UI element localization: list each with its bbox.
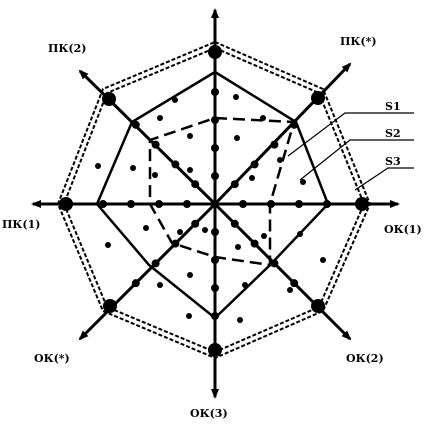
scatter-dot [261,233,267,239]
vertex-pk-star [311,91,325,105]
vertex-ok2 [311,299,325,313]
axis-dot [230,219,239,228]
axis-dot [290,279,299,288]
axis-dot [239,200,247,208]
label-pk2: ПК(2) [48,42,86,55]
axis-dot [211,88,219,96]
scatter-dot [177,229,183,235]
axis-dot [323,200,331,208]
axis-dot [127,200,135,208]
label-ok3: ОК(3) [190,407,228,420]
axis-dot [250,239,259,248]
scatter-dot [143,225,149,231]
scatter-dot [105,242,111,248]
scatter-dot [277,157,283,163]
label-ok2: ОК(2) [346,352,384,365]
scatter-dots [95,94,326,323]
leader-s1 [287,112,414,157]
axis-dot [211,312,219,320]
vertex-pk1 [59,197,73,211]
scatter-dot [320,257,326,263]
scatter-dot [237,317,243,323]
scatter-dot [300,179,306,185]
leader-s2 [299,139,414,181]
scatter-dot [249,175,255,181]
scatter-dot [202,227,208,233]
axis-dot [171,239,180,248]
scatter-dot [187,272,193,278]
axis-dot [270,140,279,149]
label-pk1: ПК(1) [2,218,40,231]
vertex-top [208,45,222,59]
axis-dot [131,279,140,288]
axis-dot [270,259,279,268]
axis-dot [211,228,219,236]
vertex-ok1 [355,197,369,211]
axis-dot [155,200,163,208]
vertex-ok3 [208,343,222,357]
axis-dot [290,120,299,129]
scatter-dot [260,115,266,121]
axis-dot [191,219,200,228]
scatter-dot [130,165,136,171]
axis-dot [211,284,219,292]
axes [31,8,400,399]
scatter-dot [157,282,163,288]
scatter-dot [234,135,240,141]
scatter-dot [172,97,178,103]
axis-dot [230,180,239,189]
label-pk-star: ПК(*) [340,35,377,48]
legend-leaders [287,112,414,191]
axis-dot [183,200,191,208]
axis-dot [131,120,140,129]
scatter-dot [187,167,193,173]
scatter-dot [233,94,239,100]
scatter-dot [95,163,101,169]
scatter-dot [157,115,163,121]
scatter-dot [297,231,303,237]
axis-dot [151,140,160,149]
label-s2: S2 [385,127,401,140]
axis-dot [211,116,219,124]
axis-dots [99,88,331,320]
axis-dot [267,200,275,208]
axis-dot [99,200,107,208]
scatter-dot [235,244,241,250]
scatter-dot [187,133,193,139]
axis-dot [250,160,259,169]
scatter-dot [186,313,192,319]
axis-dot [151,259,160,268]
label-s3: S3 [385,155,401,168]
axis-dot [211,172,219,180]
scatter-dot [242,282,248,288]
label-s1: S1 [385,100,401,113]
vertex-markers [59,45,369,357]
axis-dot [295,200,303,208]
leader-s3 [354,167,414,191]
scatter-dot [287,287,293,293]
axis-dot [211,144,219,152]
label-ok-star: ОК(*) [34,352,70,365]
vertex-pk2 [102,92,116,106]
axis-dot [191,180,200,189]
axis-dot [171,160,180,169]
scatter-dot [152,172,158,178]
label-ok1: ОК(1) [384,223,422,236]
vertex-ok-star [103,299,117,313]
axis-pk-star [213,62,352,206]
axis-dot [211,256,219,264]
